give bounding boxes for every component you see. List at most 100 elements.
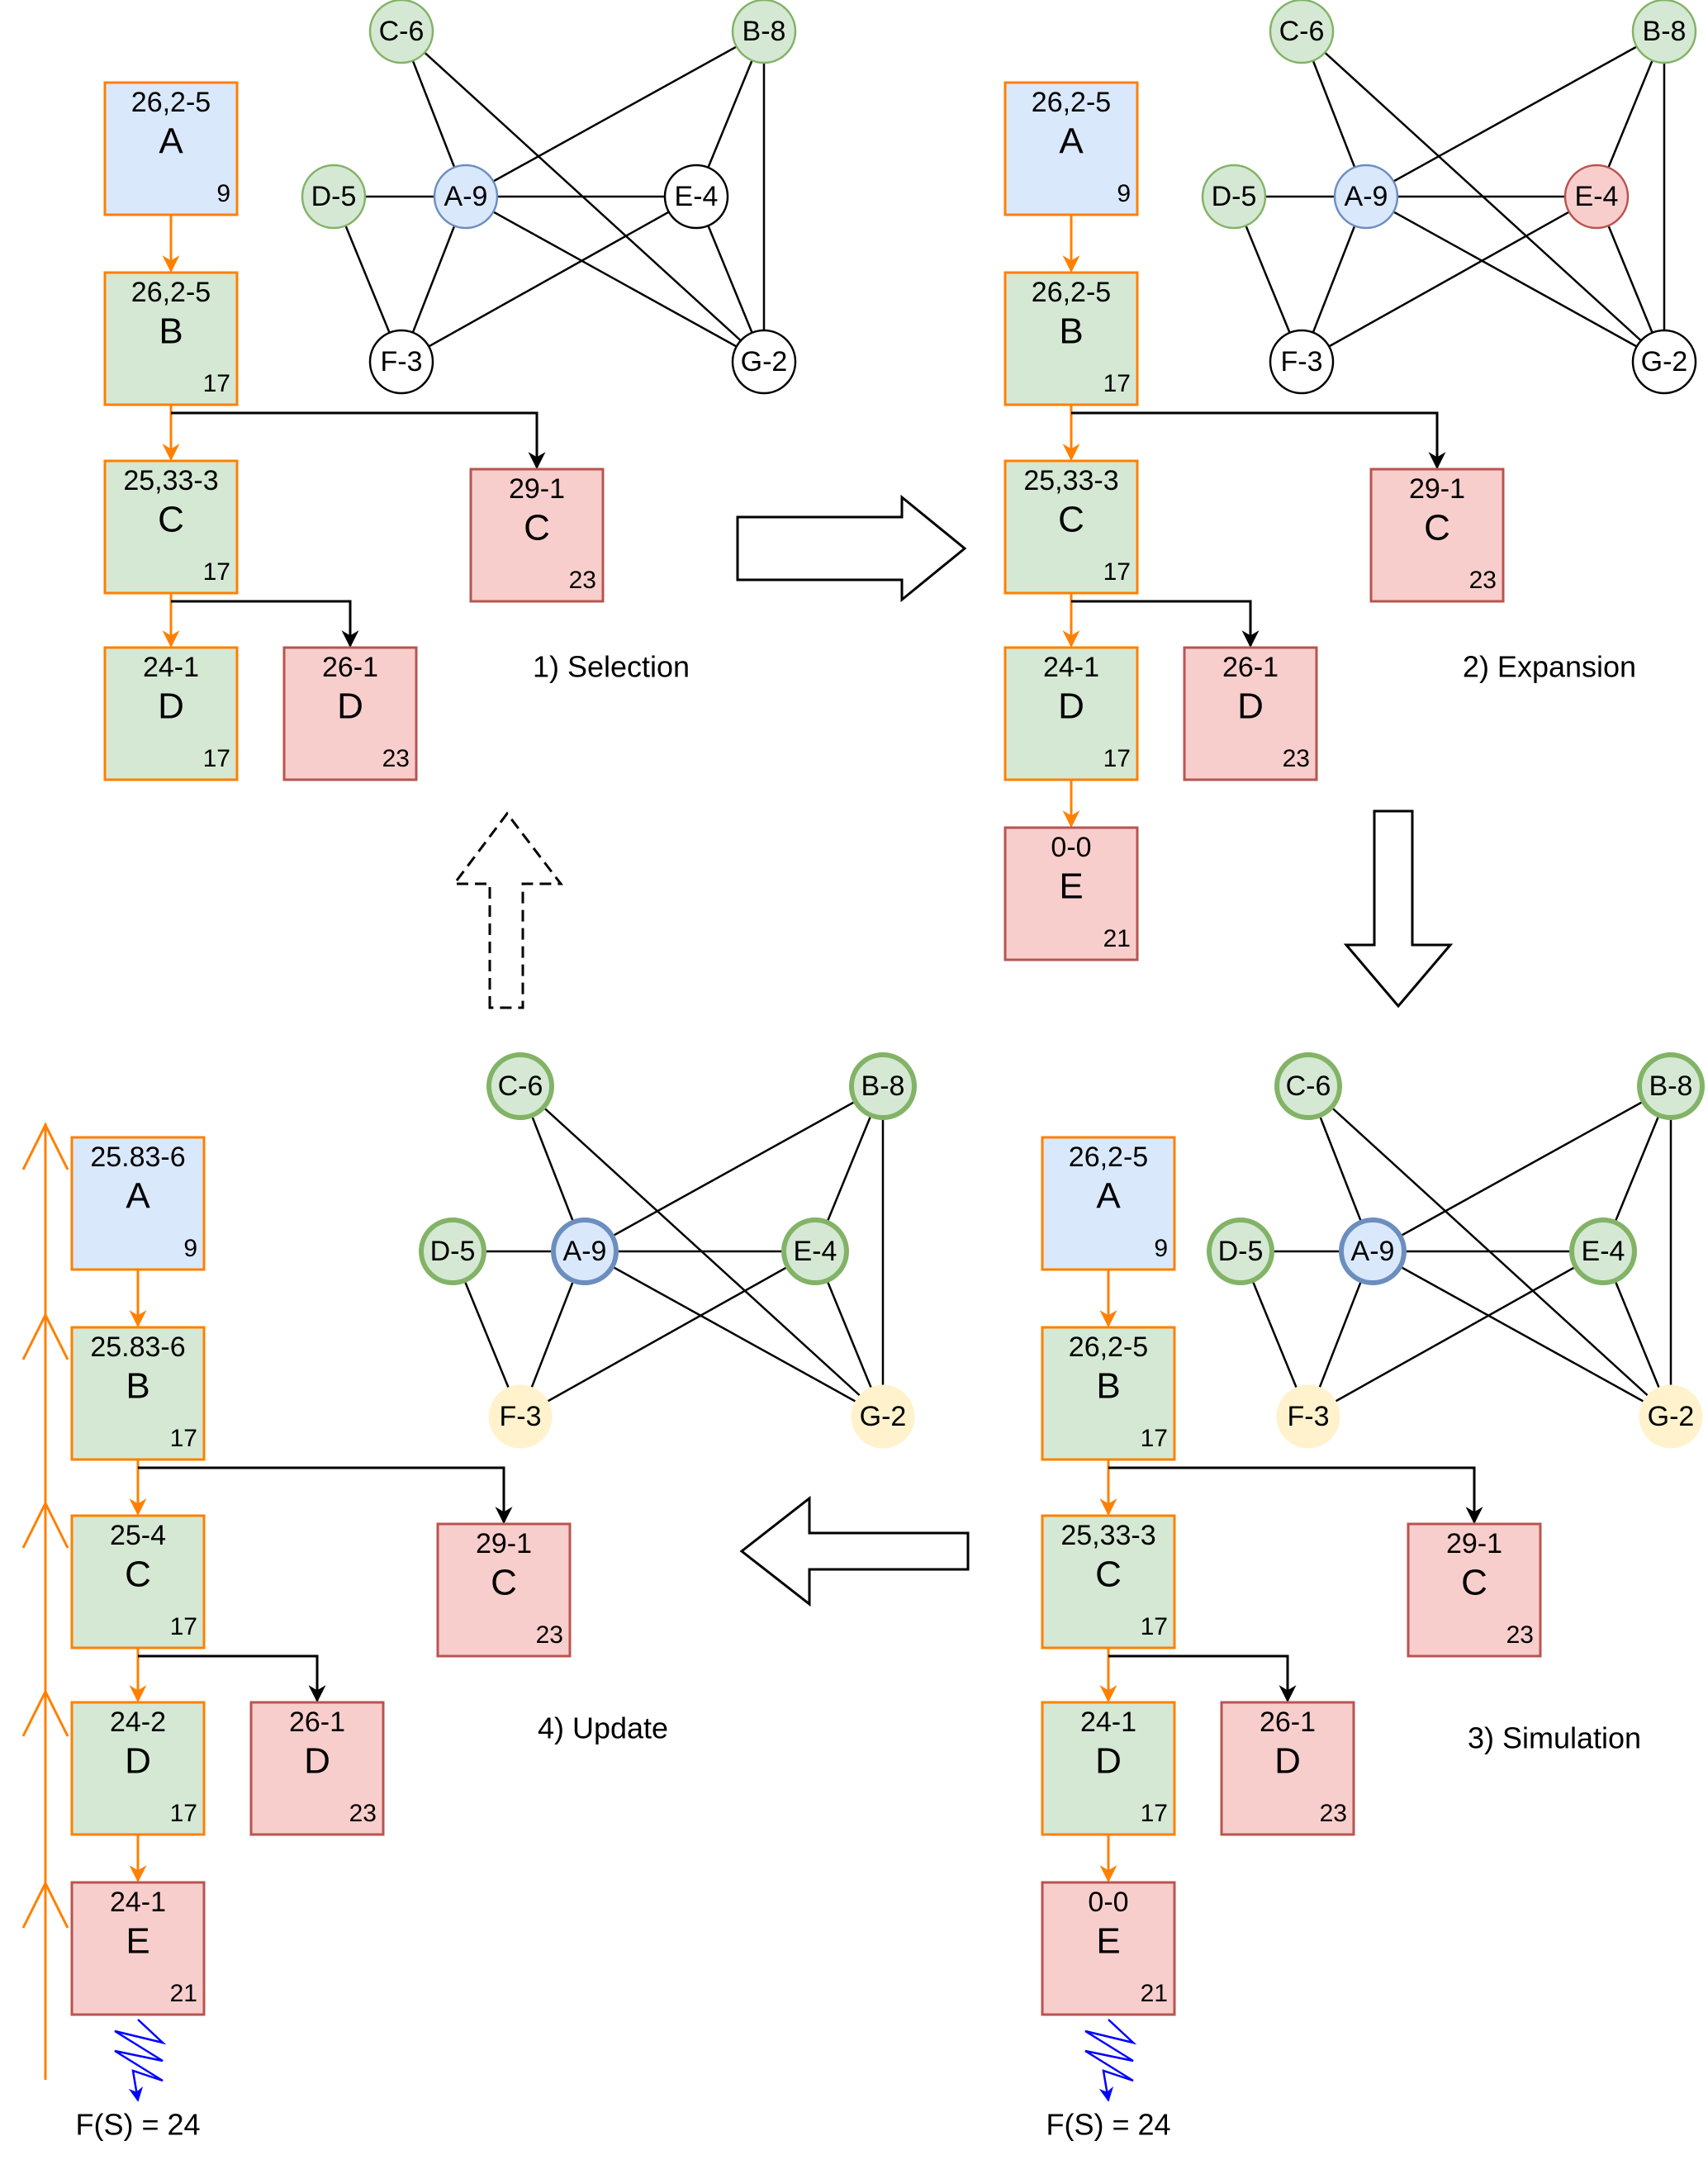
tree-node-letter: C	[125, 1555, 151, 1595]
graph-node-E: E-4	[781, 1218, 849, 1285]
tree-node-letter: B	[159, 311, 183, 352]
tree-node-letter: D	[125, 1741, 151, 1782]
graph-node-G: G-2	[1639, 1384, 1703, 1449]
tree-node-letter: C	[1461, 1563, 1487, 1603]
tree-node-box	[1003, 459, 1139, 595]
tree-edge-black	[138, 1466, 513, 1525]
graph-node-circle	[1276, 1384, 1340, 1449]
tree-node-stats: 26-1	[322, 652, 378, 683]
tree-node-stats: 24-1	[110, 1887, 166, 1918]
tree-node-box	[70, 1326, 206, 1461]
tree-node-box	[103, 646, 239, 781]
tree-edges	[129, 1270, 513, 1883]
tree-node-box	[70, 1701, 206, 1836]
tree-node-count: 21	[1103, 925, 1131, 952]
tree-node-stats: 26,2-5	[1032, 87, 1111, 118]
graph-node-E: E-4	[663, 164, 729, 230]
tree-node-stats: 24-1	[1043, 652, 1099, 683]
tree-node-count: 17	[170, 1613, 197, 1640]
graph-node-circle	[1269, 329, 1335, 395]
graph-node-label: F-3	[500, 1401, 542, 1432]
panel-caption: 3) Simulation	[1468, 1721, 1641, 1755]
graph-node-circle	[1637, 1052, 1705, 1120]
graph-node-label: A-9	[1351, 1236, 1395, 1267]
graph-node-circle	[731, 0, 797, 64]
graph-node-circle	[1631, 0, 1697, 64]
simulation-result: F(S) = 24	[1046, 2108, 1170, 2142]
tree-node-stats: 26,2-5	[1069, 1142, 1148, 1173]
tree-node-box	[1041, 1326, 1176, 1461]
graph-node-circle	[1269, 0, 1335, 64]
tree-node-stats: 26-1	[1260, 1706, 1316, 1738]
graph-node-label: B-8	[1649, 1070, 1693, 1102]
tree-node-A-0: 26,2-5A9	[1041, 1136, 1176, 1271]
graph-node-label: G-2	[1641, 346, 1688, 377]
tree-node-box	[282, 646, 418, 781]
graph-node-label: A-9	[1345, 181, 1388, 212]
graph-node-label: E-4	[1582, 1236, 1625, 1267]
graph-node-label: B-8	[1643, 16, 1687, 47]
tree-node-letter: C	[1095, 1555, 1122, 1595]
tree-node-stats: 29-1	[1409, 473, 1465, 505]
tree-node-box	[70, 1514, 206, 1649]
tree-node-box	[1183, 646, 1318, 781]
tree-node-letter: C	[524, 508, 550, 548]
tree-node-stats: 26-1	[289, 1706, 345, 1738]
graph-node-A: A-9	[551, 1218, 619, 1285]
simulation-rollout-squiggle	[1084, 2019, 1137, 2102]
graph-node-label: C-6	[379, 16, 425, 47]
tree-node-letter: D	[1237, 686, 1264, 727]
tree-edge-black	[1108, 1466, 1483, 1525]
graph-node-C: C-6	[1274, 1052, 1342, 1120]
graph-node-A: A-9	[1333, 164, 1399, 230]
graph-edge-C-G	[1307, 1085, 1672, 1417]
backprop-arrowhead-1	[21, 1122, 69, 1170]
tree-node-letter: C	[158, 500, 184, 540]
tree-node-count: 21	[1141, 1980, 1168, 2007]
backprop-arrowhead-2	[21, 1312, 69, 1360]
graph-node-label: C-6	[498, 1070, 543, 1102]
graph-node-D: D-5	[1201, 164, 1267, 230]
tree-node-stats: 24-1	[143, 652, 199, 683]
tree-edge-black	[138, 1654, 326, 1703]
tree-node-letter: B	[1096, 1366, 1120, 1407]
graph-node-circle	[1274, 1052, 1342, 1120]
transition-arrow-expansion-to-simulation	[1343, 809, 1454, 1009]
graph-node-label: G-2	[1648, 1401, 1695, 1432]
tree-node-count: 23	[382, 745, 410, 772]
tree-node-count: 17	[203, 558, 230, 586]
tree-node-letter: E	[1096, 1921, 1120, 1962]
tree-node-letter: C	[491, 1563, 517, 1603]
tree-node-box	[1041, 1881, 1176, 2016]
graph-node-circle	[731, 329, 797, 395]
tree-node-stats: 25,33-3	[1060, 1520, 1155, 1551]
tree-node-letter: D	[1058, 686, 1084, 727]
tree-node-count: 17	[203, 745, 230, 772]
transition-arrow-simulation-to-update	[739, 1495, 970, 1607]
graph-node-C: C-6	[368, 0, 434, 64]
graph-node-label: A-9	[563, 1236, 607, 1267]
graph-node-E: E-4	[1563, 164, 1630, 230]
tree-node-letter: C	[1424, 508, 1450, 548]
backprop-arrowhead-3	[21, 1500, 69, 1549]
graph-node-circle	[663, 164, 729, 230]
tree-node-count: 17	[1103, 558, 1131, 586]
tree-node-count: 9	[1117, 180, 1131, 207]
graph-node-D: D-5	[419, 1218, 486, 1285]
graph-node-label: F-3	[381, 346, 423, 377]
tree-node-count: 17	[170, 1800, 197, 1827]
